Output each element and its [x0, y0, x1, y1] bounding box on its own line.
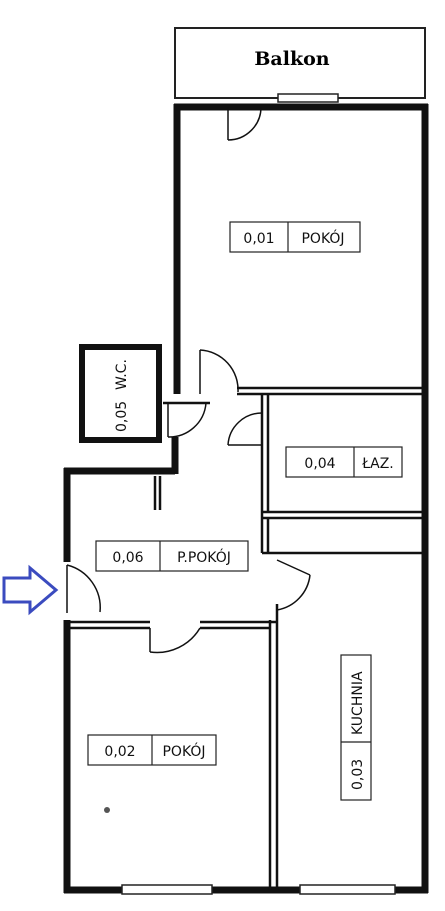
door-kitchen-swing — [276, 574, 311, 611]
room-label-przedpokoj: 0,06 P.POKÓJ — [95, 540, 249, 572]
door-balcony-swing — [227, 106, 262, 141]
room-label-pokoj-2: 0,02 POKÓJ — [87, 734, 217, 766]
door-kitchen-leaf — [276, 559, 311, 576]
room-number: 0,06 — [112, 550, 143, 566]
room-label-box — [95, 540, 249, 572]
door-bath-swing — [227, 412, 263, 446]
room-name: KUCHNIA — [350, 671, 366, 735]
interior-walls — [67, 386, 425, 890]
wc-number: 0,05 — [114, 401, 130, 432]
doors — [66, 106, 311, 654]
door-wc-swing — [167, 402, 207, 438]
arrow-right-icon — [2, 564, 59, 616]
window-room2 — [121, 884, 213, 895]
room-name: POKÓJ — [301, 229, 344, 247]
room-label-pokoj-1: 0,01 POKÓJ — [229, 221, 361, 253]
room-number: 0,03 — [350, 759, 366, 790]
wc-room: 0,05 W.C. — [79, 344, 162, 443]
balcony: Balkon — [174, 27, 426, 99]
room-number: 0,02 — [104, 744, 135, 760]
door-entrance-swing — [66, 564, 101, 613]
door-room2-swing — [149, 627, 201, 654]
balcony-window — [277, 93, 339, 103]
room-label-kuchnia: 0,03 KUCHNIA — [340, 654, 372, 801]
wc-name: W.C. — [114, 359, 130, 390]
balcony-label: Balkon — [254, 48, 329, 70]
wc-walls — [79, 344, 162, 443]
door-room1-swing — [199, 349, 239, 393]
room-name: POKÓJ — [162, 742, 205, 760]
window-kitchen — [299, 884, 396, 895]
windows — [121, 884, 396, 895]
room-number: 0,04 — [304, 456, 335, 472]
room-number: 0,01 — [243, 231, 274, 247]
room-label-box — [229, 221, 361, 253]
room-label-lazienka: 0,04 ŁAZ. — [285, 446, 403, 478]
room-label-box — [285, 446, 403, 478]
room-name: ŁAZ. — [361, 456, 394, 472]
room-label-box — [340, 654, 372, 801]
room-name: P.POKÓJ — [177, 548, 231, 566]
floor-mark — [104, 807, 110, 813]
